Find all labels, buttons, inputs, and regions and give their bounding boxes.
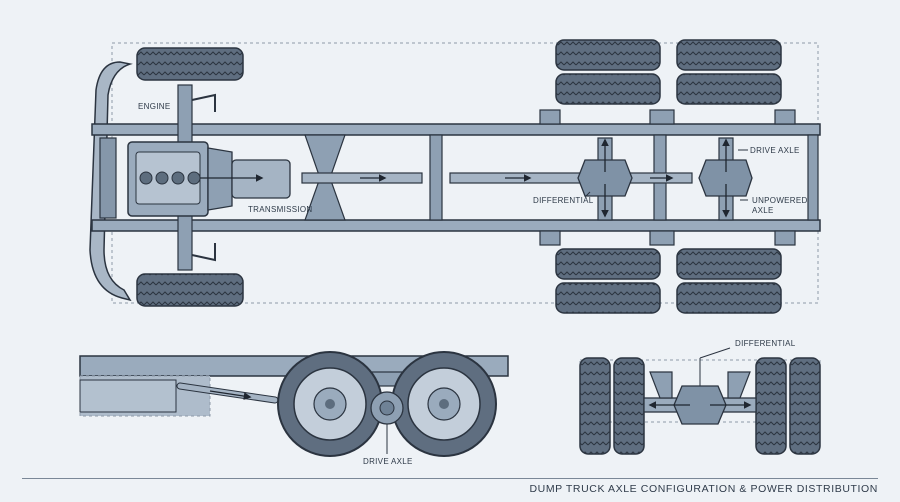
- transmission-case: [231, 159, 291, 199]
- rear-differential-1: [577, 137, 633, 221]
- rear-tire: [676, 39, 782, 71]
- diagram-caption: DUMP TRUCK AXLE CONFIGURATION & POWER DI…: [529, 483, 878, 495]
- drive-axle-label-top: DRIVE AXLE: [750, 146, 800, 155]
- cross-member: [807, 134, 819, 221]
- frame-rail-upper: [91, 123, 821, 136]
- front-tire: [136, 47, 244, 81]
- rear-tire: [555, 39, 661, 71]
- rear-tire: [555, 282, 661, 314]
- differential-label-rear: DIFFERENTIAL: [735, 339, 796, 348]
- rear-view-tire: [755, 357, 787, 455]
- top-view-chassis: [89, 39, 821, 314]
- drive-axle-label-bottom: DRIVE AXLE: [363, 457, 413, 466]
- radiator: [99, 137, 117, 219]
- rear-tire: [555, 73, 661, 105]
- rear-tire: [676, 73, 782, 105]
- rear-differential-2: [698, 137, 753, 221]
- differential-label-top: DIFFERENTIAL: [533, 196, 594, 205]
- caption-divider: [22, 478, 878, 479]
- side-differential: [370, 391, 404, 425]
- rear-view: [579, 347, 821, 455]
- rear-view-tire: [789, 357, 821, 455]
- transmission-housing: [207, 147, 233, 211]
- rear-tire: [676, 282, 782, 314]
- cross-member: [429, 134, 443, 221]
- rear-tire: [676, 248, 782, 280]
- engine-block: [127, 141, 209, 217]
- engine-label: ENGINE: [138, 102, 171, 111]
- side-view: [79, 351, 509, 457]
- frame-rail-lower: [91, 219, 821, 232]
- side-wheel-rear: [391, 351, 497, 457]
- rear-tire: [555, 248, 661, 280]
- unpowered-axle-label: UNPOWERED AXLE: [752, 196, 808, 216]
- transmission-label: TRANSMISSION: [248, 205, 313, 214]
- rear-view-tire: [579, 357, 611, 455]
- unpowered-axle-line1: UNPOWERED: [752, 196, 808, 205]
- unpowered-axle-line2: AXLE: [752, 206, 774, 215]
- rear-view-tire: [613, 357, 645, 455]
- side-wheel-front: [277, 351, 383, 457]
- front-tire: [136, 273, 244, 307]
- front-bumper: [89, 61, 133, 302]
